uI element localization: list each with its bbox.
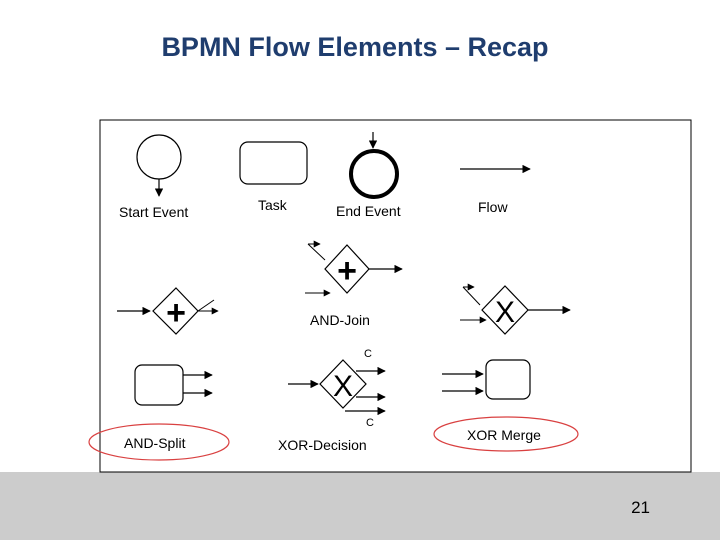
- slide-title: BPMN Flow Elements – Recap: [161, 32, 549, 62]
- and-split-gateway-symbol: +: [117, 287, 219, 335]
- and-split-plus: +: [166, 294, 186, 332]
- start-event-label: Start Event: [119, 204, 188, 220]
- xor-merge-task-symbol: [442, 359, 531, 400]
- end-event-symbol: [349, 132, 399, 199]
- and-split-task-symbol: [134, 364, 213, 406]
- task-symbol: [239, 141, 308, 185]
- end-event-label: End Event: [336, 203, 401, 219]
- xor-merge-label: XOR Merge: [467, 427, 541, 443]
- xor-decision-symbol: X: [288, 359, 386, 416]
- xor-decision-x: X: [333, 370, 353, 403]
- page-number: 21: [631, 498, 650, 517]
- task-label: Task: [258, 197, 288, 213]
- xor-merge-highlight: [433, 416, 579, 452]
- and-join-plus: +: [337, 252, 357, 290]
- footer-band: [0, 472, 720, 540]
- and-split-label: AND-Split: [124, 435, 186, 451]
- and-join-symbol: +: [305, 240, 403, 297]
- start-event-symbol: [136, 134, 182, 197]
- xor-merge-x: X: [495, 296, 515, 329]
- condition-label-top: C: [364, 348, 372, 360]
- and-split-highlight: [88, 423, 230, 461]
- and-join-label: AND-Join: [310, 312, 370, 328]
- condition-label-bottom: C: [366, 417, 374, 429]
- flow-label: Flow: [478, 199, 508, 215]
- xor-merge-gateway-symbol: X: [460, 283, 571, 335]
- xor-decision-label: XOR-Decision: [278, 437, 367, 453]
